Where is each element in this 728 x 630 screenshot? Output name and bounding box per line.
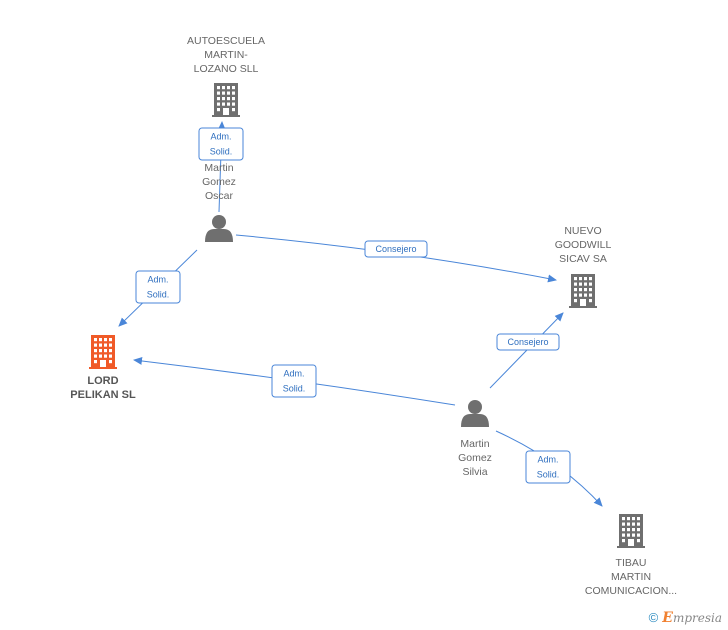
edge-label-text: Solid. [210, 147, 233, 157]
edge-label-text: Solid. [283, 384, 306, 394]
edge-label-box [198, 127, 244, 161]
node-label-line: TIBAU [616, 557, 647, 569]
node-label-line: MARTIN [611, 571, 651, 583]
edge-label-text: Adm. [283, 369, 304, 379]
node-label-line: LOZANO SLL [194, 63, 259, 75]
node-label-line: AUTOESCUELA [187, 35, 265, 47]
edge-label-text: Consejero [507, 337, 548, 347]
node-label-line: Martin [204, 162, 233, 174]
node-label-line: Gomez [202, 176, 236, 188]
node-label-line: Silvia [462, 466, 487, 478]
edge-label-text: Adm. [147, 275, 168, 285]
node-label-line: PELIKAN SL [70, 389, 136, 401]
edge-label-silvia-nuevo[interactable]: Consejero [496, 333, 560, 351]
edge-label-box [525, 450, 571, 484]
node-lord[interactable]: LORD PELIKAN SL [70, 335, 136, 401]
edge-label-silvia-tibau[interactable]: Adm. Solid. [525, 450, 571, 484]
edge-label-oscar-autoescuela[interactable]: Adm. Solid. [198, 127, 244, 161]
building-icon [617, 514, 645, 548]
building-icon [212, 83, 240, 117]
edge-label-text: Solid. [147, 290, 170, 300]
node-label-line: COMUNICACION... [585, 585, 677, 597]
footer-brand: ©Empresia [649, 610, 722, 626]
edge-label-oscar-lord[interactable]: Adm. Solid. [135, 270, 181, 304]
node-label-line: Martin [460, 438, 489, 450]
node-nuevo[interactable]: NUEVO GOODWILL SICAV SA [555, 225, 612, 308]
node-label-line: GOODWILL [555, 239, 612, 251]
building-icon [569, 274, 597, 308]
edge-label-text: Adm. [537, 455, 558, 465]
brand-initial: E [662, 610, 673, 626]
edge-label-box [135, 270, 181, 304]
node-autoescuela[interactable]: AUTOESCUELA MARTIN- LOZANO SLL [187, 35, 265, 117]
copyright-symbol: © [648, 610, 659, 625]
edge-label-text: Solid. [537, 470, 560, 480]
node-label-line: MARTIN- [204, 49, 248, 61]
node-label-line: Gomez [458, 452, 492, 464]
node-tibau[interactable]: TIBAU MARTIN COMUNICACION... [585, 514, 677, 597]
edge-label-text: Adm. [210, 132, 231, 142]
node-label-line: NUEVO [564, 225, 601, 237]
person-icon [461, 400, 489, 427]
brand-name: mpresia [672, 611, 722, 625]
node-label-line: SICAV SA [559, 253, 607, 265]
edge-label-box [271, 364, 317, 398]
person-icon [205, 215, 233, 242]
edge-label-box [364, 240, 428, 258]
edge-label-oscar-nuevo[interactable]: Consejero [364, 240, 428, 258]
building-icon [89, 335, 117, 369]
node-label-line: LORD [87, 375, 118, 387]
edge-label-text: Consejero [375, 244, 416, 254]
edge-label-silvia-lord[interactable]: Adm. Solid. [271, 364, 317, 398]
node-label-line: Oscar [205, 190, 234, 202]
edge-label-box [496, 333, 560, 351]
